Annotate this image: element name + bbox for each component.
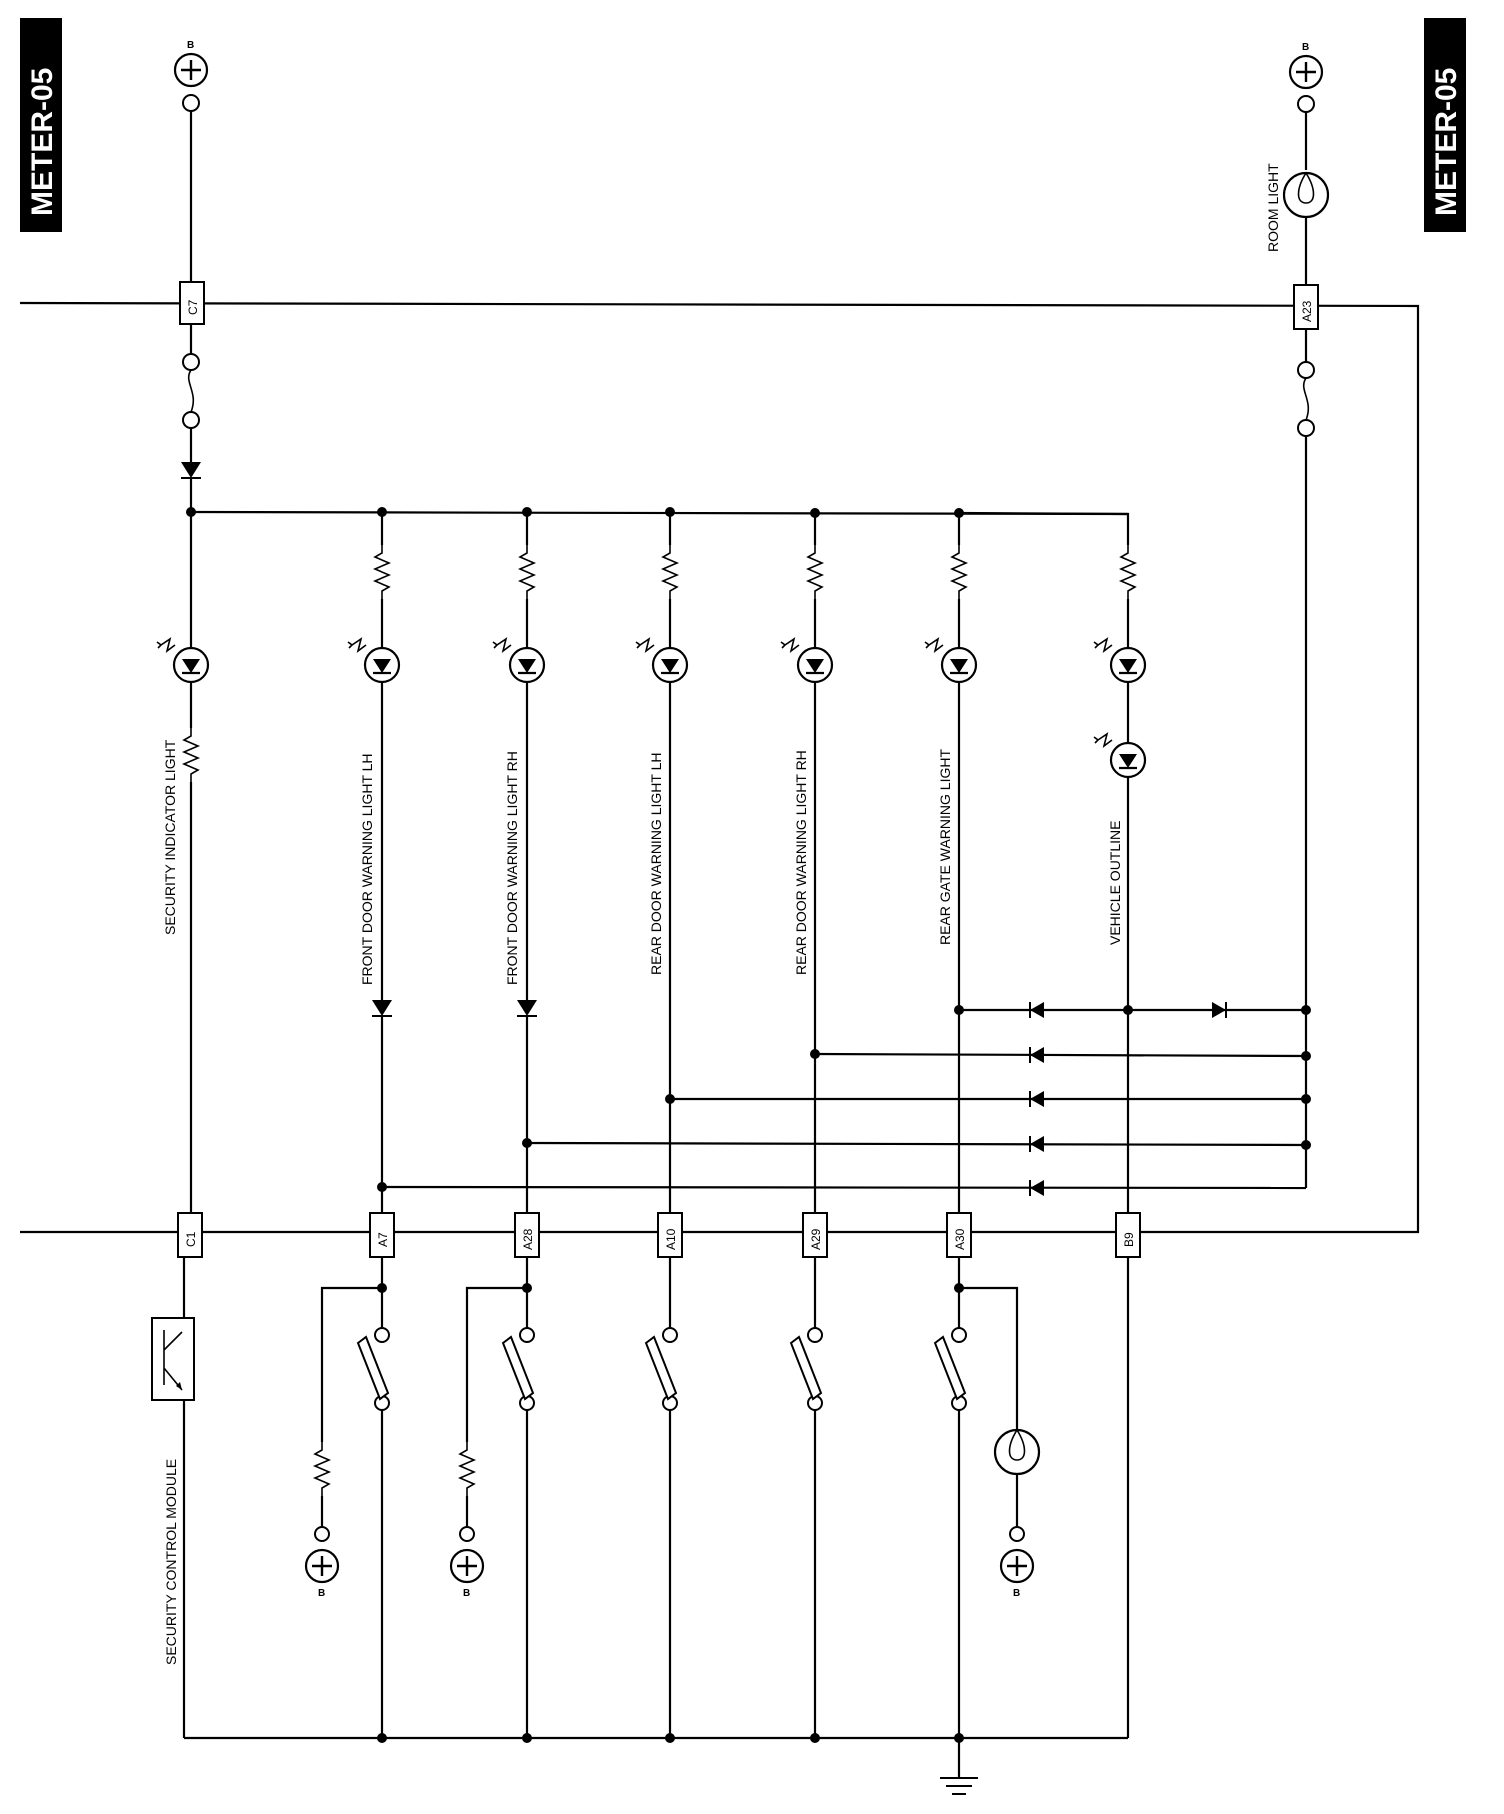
battery-label-top-right: B	[1302, 42, 1309, 53]
rear-door-lh-led	[634, 637, 689, 684]
rear-door-rh-label: REAR DOOR WARNING LIGHT RH	[793, 750, 809, 975]
battery-label-front-door-rh: B	[463, 1588, 470, 1599]
room-light-label: ROOM LIGHT	[1265, 163, 1281, 252]
security-indicator-resistor	[183, 727, 199, 783]
rear-door-lh-resistor	[662, 544, 678, 600]
connector-a28-label: A28	[521, 1228, 535, 1250]
rear-gate-bulb	[993, 1428, 1041, 1476]
security-control-module	[151, 1317, 195, 1401]
connector-a10: A10	[657, 1212, 683, 1258]
vehicle-outline-label: VEHICLE OUTLINE	[1107, 821, 1123, 945]
vehicle-outline-led-2	[1092, 732, 1147, 779]
security-indicator-label: SECURITY INDICATOR LIGHT	[162, 739, 178, 935]
front-door-rh-led	[491, 637, 546, 684]
rear-gate-resistor	[951, 544, 967, 600]
fuse-left	[182, 353, 200, 429]
connector-b9: B9	[1115, 1212, 1141, 1258]
rear-door-lh-label: REAR DOOR WARNING LIGHT LH	[648, 753, 664, 975]
battery-label-rear-gate: B	[1013, 1588, 1020, 1599]
front-door-lh-resistor	[374, 544, 390, 600]
connector-a30-label: A30	[953, 1228, 967, 1250]
page-badge-left-text: METER-05	[26, 68, 59, 216]
upper-harness-line	[19, 301, 1420, 1234]
room-light-bulb	[1282, 171, 1330, 219]
connector-a29-label: A29	[809, 1228, 823, 1250]
rear-gate-led	[923, 637, 978, 684]
rear-door-lh-switch	[645, 1327, 678, 1411]
rear-door-rh-led	[779, 637, 834, 684]
connector-c7: C7	[179, 281, 205, 325]
page-badge-right: METER-05	[1424, 18, 1466, 232]
connector-a7-label: A7	[376, 1232, 390, 1247]
connector-c1-label: C1	[184, 1231, 198, 1247]
battery-label-top-left: B	[187, 40, 194, 51]
battery-label-front-door-lh: B	[318, 1588, 325, 1599]
connector-a30: A30	[946, 1212, 972, 1258]
front-door-rh-resistor	[519, 544, 535, 600]
front-door-rh-pullup-resistor	[459, 1441, 475, 1497]
rear-gate-label: REAR GATE WARNING LIGHT	[937, 749, 953, 945]
diode-feed	[181, 462, 201, 478]
connector-a29: A29	[802, 1212, 828, 1258]
connector-a10-label: A10	[664, 1228, 678, 1250]
front-door-lh-pullup-resistor	[314, 1441, 330, 1497]
front-door-lh-led	[346, 637, 401, 684]
connector-c7-label: C7	[186, 299, 200, 315]
battery-front-door-rh	[449, 1548, 485, 1584]
page-badge-left: METER-05	[20, 18, 62, 232]
connector-b9-label: B9	[1122, 1232, 1136, 1247]
security-indicator-led	[155, 637, 210, 684]
page-badge-right-text: METER-05	[1430, 68, 1463, 216]
connector-c1: C1	[177, 1212, 203, 1258]
connector-a23-label: A23	[1300, 300, 1314, 322]
connector-a7: A7	[369, 1212, 395, 1258]
front-door-lh-switch	[357, 1327, 390, 1411]
battery-front-door-lh	[304, 1548, 340, 1584]
ground-symbol	[940, 1777, 978, 1795]
connector-a23: A23	[1293, 284, 1319, 330]
front-door-lh-label: FRONT DOOR WARNING LIGHT LH	[359, 753, 375, 985]
vehicle-outline-led-1	[1092, 637, 1147, 684]
battery-rear-gate	[999, 1548, 1035, 1584]
battery-top-right	[1288, 54, 1324, 90]
rear-door-rh-switch	[790, 1327, 823, 1411]
rear-door-rh-resistor	[807, 544, 823, 600]
rear-gate-switch	[934, 1327, 967, 1411]
front-door-rh-label: FRONT DOOR WARNING LIGHT RH	[504, 751, 520, 985]
fuse-right	[1297, 361, 1315, 437]
vehicle-outline-resistor	[1120, 544, 1136, 600]
battery-top-left	[173, 52, 209, 88]
connector-a28: A28	[514, 1212, 540, 1258]
security-control-module-label: SECURITY CONTROL MODULE	[163, 1459, 179, 1665]
front-door-rh-switch	[502, 1327, 535, 1411]
